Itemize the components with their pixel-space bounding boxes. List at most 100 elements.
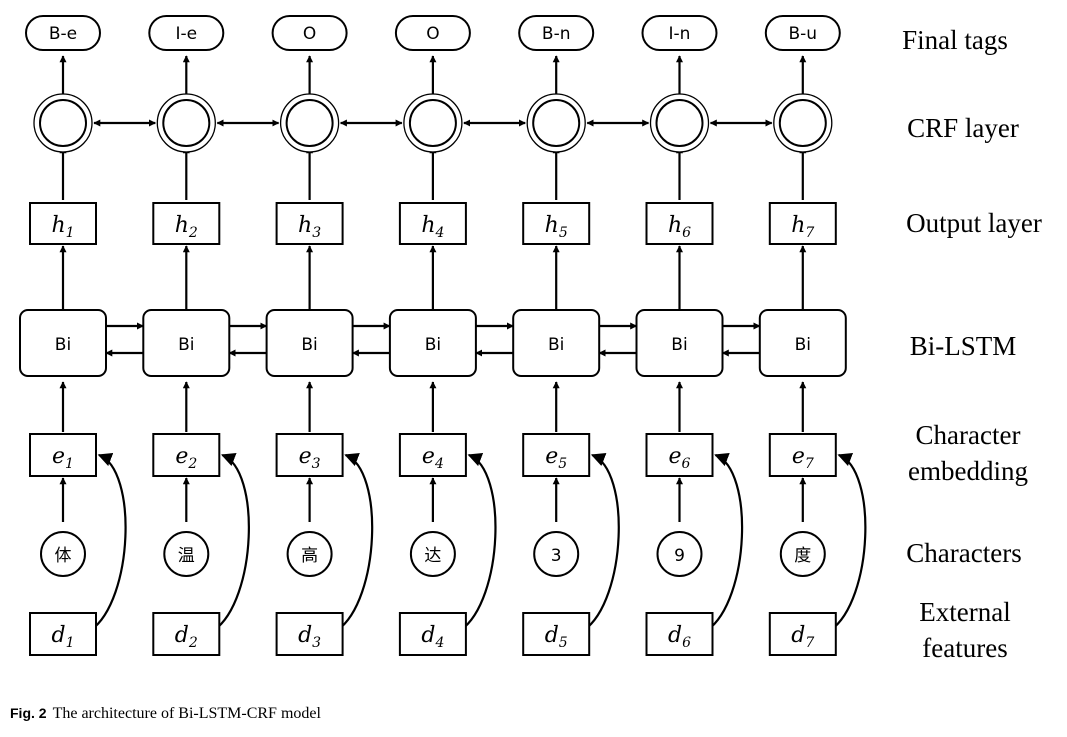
embedding-label-e2: e2 bbox=[175, 444, 197, 472]
feature-box-d1 bbox=[29, 612, 97, 656]
bilstm-label-1: Bi bbox=[55, 335, 71, 355]
feature-label-d6-symbol: d bbox=[668, 623, 682, 648]
tag-pill-1 bbox=[25, 15, 101, 51]
feature-box-d3 bbox=[275, 612, 344, 656]
tag-pill-2 bbox=[148, 15, 225, 51]
character-label-1: 体 bbox=[55, 546, 72, 566]
output-box-h1 bbox=[29, 202, 97, 245]
embedding-label-e6-subscript: 6 bbox=[682, 456, 691, 472]
output-label-h5-symbol: h bbox=[545, 213, 559, 238]
tag-pill-4 bbox=[394, 15, 471, 51]
bilstm-label-3: Bi bbox=[301, 335, 317, 355]
tag-pill-5 bbox=[518, 15, 595, 51]
character-label-2: 温 bbox=[178, 546, 195, 566]
arrow-d4-to-e4 bbox=[460, 453, 497, 631]
embedding-label-e1: e1 bbox=[52, 444, 74, 472]
tag-pill-6 bbox=[641, 15, 718, 51]
embedding-label-e7: e7 bbox=[792, 444, 814, 472]
layer-label-output: Output layer bbox=[906, 208, 1042, 238]
crf-node-3 bbox=[285, 99, 334, 147]
layer-labels: Final tags CRF layer Output layer Bi-LST… bbox=[902, 25, 1042, 663]
feature-label-d7: d7 bbox=[791, 623, 814, 651]
output-label-h7-symbol: h bbox=[791, 213, 805, 238]
bilstm-cell-2 bbox=[142, 309, 231, 377]
output-label-h7: h7 bbox=[791, 213, 814, 241]
tag-label-3: O bbox=[303, 24, 316, 44]
character-node-7 bbox=[779, 531, 826, 577]
feature-label-d5-symbol: d bbox=[545, 623, 559, 648]
crf-node-7 bbox=[778, 99, 827, 147]
embedding-box-e2 bbox=[152, 433, 221, 477]
arrow-d7-to-e7 bbox=[830, 453, 867, 631]
output-box-h2 bbox=[152, 202, 221, 245]
character-node-1 bbox=[40, 531, 86, 577]
embedding-label-e3: e3 bbox=[299, 444, 321, 472]
feature-label-d3-subscript: 3 bbox=[312, 635, 321, 651]
embedding-label-e5-symbol: e bbox=[545, 444, 558, 469]
tag-label-5: B-n bbox=[542, 24, 571, 44]
tag-pill-3 bbox=[271, 15, 348, 51]
feature-label-d4: d4 bbox=[421, 623, 444, 651]
feature-label-d2-subscript: 2 bbox=[188, 635, 198, 651]
output-label-h2-symbol: h bbox=[175, 213, 189, 238]
output-box-h4 bbox=[398, 202, 467, 245]
arrow-d1-to-e1 bbox=[90, 453, 127, 631]
feature-label-d7-subscript: 7 bbox=[805, 635, 814, 651]
embedding-box-e6 bbox=[645, 433, 714, 477]
character-label-7: 度 bbox=[794, 546, 811, 566]
feature-label-d3: d3 bbox=[298, 623, 321, 651]
embedding-label-e6: e6 bbox=[669, 444, 691, 472]
output-label-h3: h3 bbox=[298, 213, 321, 241]
bilstm-cell-5 bbox=[512, 309, 601, 377]
feature-label-d2: d2 bbox=[175, 623, 198, 651]
feature-label-d4-symbol: d bbox=[421, 623, 435, 648]
feature-label-d6-subscript: 6 bbox=[682, 635, 691, 651]
bilstm-label-2: Bi bbox=[178, 335, 194, 355]
tag-label-7: B-u bbox=[789, 24, 818, 44]
embedding-label-e7-symbol: e bbox=[792, 444, 805, 469]
feature-box-d7 bbox=[768, 612, 837, 656]
layer-label-external-features-line1: External bbox=[919, 597, 1010, 627]
feature-box-d2 bbox=[152, 612, 221, 656]
output-label-h2-subscript: 2 bbox=[188, 225, 198, 241]
embedding-label-e7-subscript: 7 bbox=[805, 456, 814, 472]
feature-label-d2-symbol: d bbox=[175, 623, 189, 648]
crf-node-1 bbox=[39, 99, 87, 147]
character-node-5 bbox=[533, 531, 580, 577]
layer-label-external-features-line2: features bbox=[922, 633, 1007, 663]
embedding-label-e1-symbol: e bbox=[52, 444, 65, 469]
bilstm-cell-1 bbox=[19, 309, 107, 377]
feature-label-d5: d5 bbox=[545, 623, 568, 651]
feature-label-d7-symbol: d bbox=[791, 623, 805, 648]
embedding-label-e5: e5 bbox=[545, 444, 567, 472]
diagram-edges bbox=[59, 55, 867, 631]
embedding-label-e4-symbol: e bbox=[422, 444, 435, 469]
figure-caption-text: The architecture of Bi-LSTM-CRF model bbox=[52, 705, 321, 722]
feature-label-d5-subscript: 5 bbox=[559, 635, 568, 651]
arrow-d3-to-e3 bbox=[336, 453, 374, 631]
feature-label-d1-symbol: d bbox=[51, 623, 65, 648]
tag-label-1: B-e bbox=[49, 24, 77, 44]
output-label-h6-symbol: h bbox=[668, 213, 682, 238]
layer-label-character-embedding-line1: Character bbox=[916, 420, 1021, 450]
character-node-4 bbox=[409, 531, 456, 577]
bilstm-cell-7 bbox=[758, 309, 847, 377]
feature-label-d6: d6 bbox=[668, 623, 691, 651]
output-box-h3 bbox=[275, 202, 344, 245]
bilstm-cell-3 bbox=[265, 309, 354, 377]
output-label-h3-subscript: 3 bbox=[312, 225, 321, 241]
character-label-5: 3 bbox=[551, 546, 562, 566]
bilstm-crf-diagram: B-eh1Bie1体d1I-eh2Bie2温d2Oh3Bie3高d3Oh4Bie… bbox=[19, 15, 1042, 663]
embedding-label-e2-subscript: 2 bbox=[187, 456, 197, 472]
figure-caption-label: Fig. 2 bbox=[10, 705, 47, 721]
output-label-h2: h2 bbox=[175, 213, 198, 241]
embedding-label-e4: e4 bbox=[422, 444, 444, 472]
feature-box-d5 bbox=[522, 612, 591, 656]
output-box-h5 bbox=[522, 202, 591, 245]
embedding-box-e4 bbox=[398, 433, 467, 477]
figure-caption: Fig. 2 The architecture of Bi-LSTM-CRF mo… bbox=[10, 705, 321, 723]
character-node-2 bbox=[163, 531, 210, 577]
layer-label-final-tags: Final tags bbox=[902, 25, 1008, 55]
output-box-h7 bbox=[768, 202, 837, 245]
output-label-h5: h5 bbox=[545, 213, 568, 241]
